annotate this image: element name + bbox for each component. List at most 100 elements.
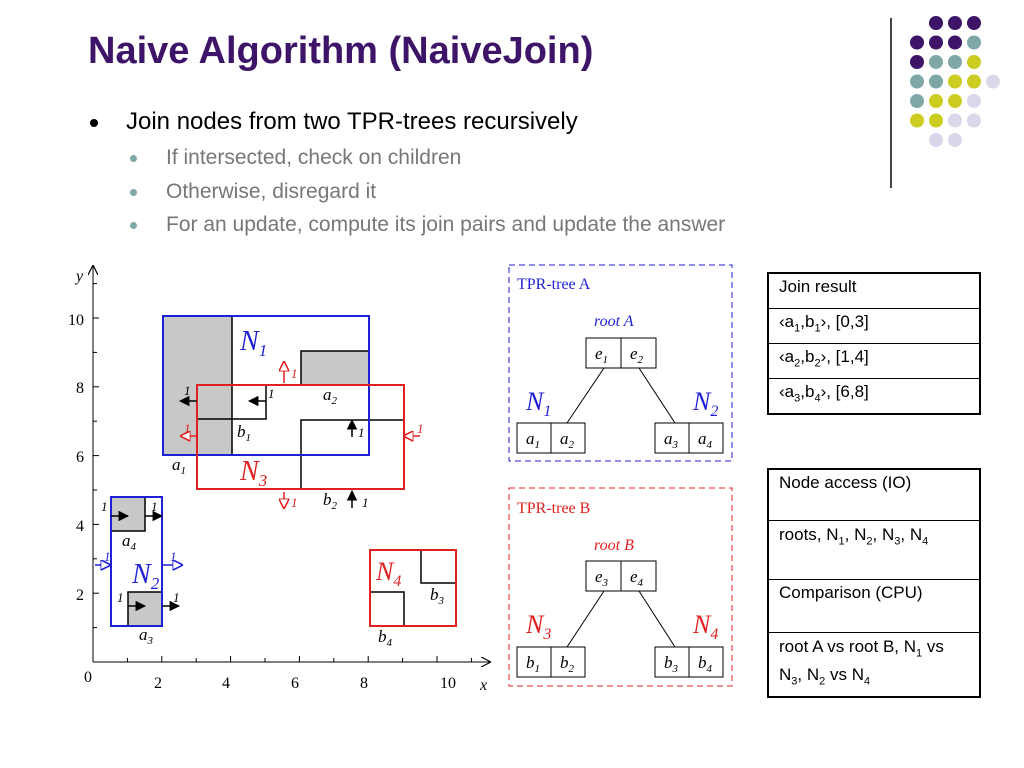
tree-a-leaf-a4-label: a4 <box>698 429 713 451</box>
tree-a-leaf-a1-label: a1 <box>526 429 540 451</box>
bullet-sub-1-text: If intersected, check on children <box>166 146 462 169</box>
velocity-label: 1 <box>104 549 111 564</box>
tree-a-leaf-a3-label: a3 <box>664 429 679 451</box>
object-b2-label: b2 <box>323 490 338 512</box>
velocity-label: 1 <box>362 495 369 510</box>
cpu-value: root A vs root B, N1 vs N3, N2 vs N4 <box>767 631 981 698</box>
table-row: ‹a3,b4›, [6,8] <box>767 378 981 415</box>
y-tick-label-2: 2 <box>76 587 84 604</box>
tree-a-root-entry-2-label: e2 <box>630 344 644 366</box>
tree-b-left-node-label: N3 <box>525 610 551 643</box>
y-axis-label: y <box>74 268 84 285</box>
join-result-table: Join result ‹a1,b1›, [0,3] ‹a2,b2›, [1,4… <box>767 272 981 415</box>
decorative-dot <box>967 94 981 108</box>
decorative-dot <box>948 35 962 50</box>
velocity-label: 1 <box>184 383 191 398</box>
axis-ticks <box>93 283 472 662</box>
table-row: Comparison (CPU) <box>767 579 981 633</box>
velocity-label: 1 <box>101 499 108 514</box>
y-tick-label-8: 8 <box>76 380 84 397</box>
tree-a-left-node-label: N1 <box>525 387 551 420</box>
velocity-label: 1 <box>291 366 298 381</box>
decorative-dot <box>929 94 943 108</box>
join-result-cell: ‹a3,b4›, [6,8] <box>767 378 981 415</box>
velocity-label: 1 <box>184 421 191 436</box>
bullet-sub-3-text: For an update, compute its join pairs an… <box>166 213 726 236</box>
object-b4-label: b4 <box>378 627 393 649</box>
tree-b-leaf-b2-label: b2 <box>560 653 575 675</box>
velocity-label: 1 <box>358 425 365 440</box>
decorative-dot <box>929 113 943 128</box>
tree-b-leaf-b2 <box>550 646 586 678</box>
node-n4-label: N4 <box>375 557 401 590</box>
tree-a-caption: TPR-tree A <box>517 276 591 293</box>
decorative-dot <box>910 55 924 69</box>
decorative-dot <box>910 113 924 128</box>
tree-b-root-entry-1-label: e3 <box>595 567 609 589</box>
io-header: Node access (IO) <box>767 468 981 521</box>
decorative-dot <box>929 74 943 89</box>
velocity-label: 1 <box>173 590 180 605</box>
decorative-dot <box>948 133 962 147</box>
tree-a-right-node-label: N2 <box>692 387 718 420</box>
object-b3-rect <box>420 549 457 584</box>
decorative-dot <box>967 35 981 50</box>
tree-b-root-label: root B <box>594 537 634 554</box>
object-b3-label: b3 <box>430 585 445 607</box>
x-tick-label-8: 8 <box>360 675 368 692</box>
decorative-dot <box>948 55 962 69</box>
tree-a-edge-left <box>566 367 605 424</box>
bullet-dot <box>130 155 137 162</box>
velocity-label: 1 <box>268 386 275 401</box>
tree-b-leaf-b3-label: b3 <box>664 653 679 675</box>
object-a1-label: a1 <box>172 455 186 477</box>
cost-table: Node access (IO) roots, N1, N2, N3, N4 C… <box>767 468 981 698</box>
decorative-dot <box>948 94 962 108</box>
decorative-dot <box>929 35 943 50</box>
tree-b-right-node-label: N4 <box>692 610 718 643</box>
tree-a-frame <box>508 264 733 462</box>
object-a2-rect <box>300 350 370 386</box>
decorative-dot <box>967 16 981 30</box>
tree-a-root-label: root A <box>594 313 634 330</box>
velocity-label: 1 <box>151 499 158 514</box>
object-b1-label: b1 <box>237 422 251 444</box>
bullet-main-text: Join nodes from two TPR-trees recursivel… <box>126 108 578 135</box>
bullet-dot <box>130 222 137 229</box>
table-row: root A vs root B, N1 vs N3, N2 vs N4 <box>767 631 981 698</box>
decorative-dot <box>948 74 962 89</box>
join-result-header: Join result <box>767 272 981 309</box>
slide-title: Naive Algorithm (NaiveJoin) <box>88 30 594 72</box>
tree-a-edge-right <box>638 367 676 424</box>
velocity-label: 1 <box>170 549 177 564</box>
decorative-dot <box>929 133 943 147</box>
io-value: roots, N1, N2, N3, N4 <box>767 520 981 580</box>
decorative-dot <box>910 35 924 50</box>
decorative-dot <box>910 74 924 89</box>
node-n1-label: N1 <box>239 326 267 360</box>
decorative-dot <box>967 74 981 89</box>
velocity-label: 1 <box>291 495 298 510</box>
node-n3-label: N3 <box>239 456 267 490</box>
table-row: roots, N1, N2, N3, N4 <box>767 520 981 580</box>
bullet-dot <box>90 119 98 127</box>
tree-a-root-entry-2 <box>620 337 657 369</box>
decorative-dot <box>967 113 981 128</box>
decorative-dot <box>948 113 962 128</box>
tree-b-leaf-b4-label: b4 <box>698 653 713 675</box>
table-row: ‹a1,b1›, [0,3] <box>767 308 981 344</box>
tree-a-leaf-a4 <box>688 422 724 454</box>
x-tick-label-2: 2 <box>154 675 162 692</box>
decorative-dot <box>929 55 943 69</box>
bullet-sub-2-text: Otherwise, disregard it <box>166 180 377 203</box>
decorative-dot-grid <box>910 16 1000 147</box>
x-tick-label-6: 6 <box>291 675 299 692</box>
table-row: Join result <box>767 272 981 309</box>
y-tick-label-4: 4 <box>76 518 84 535</box>
bullet-dot <box>130 189 137 196</box>
y-tick-label-6: 6 <box>76 449 84 466</box>
tree-b-root-entry-2-label: e4 <box>630 567 644 589</box>
velocity-label: 1 <box>417 421 424 436</box>
tree-b-caption: TPR-tree B <box>517 500 590 517</box>
spatial-plot: 10 2 4 6 8 0 x y 2 4 6 8 10 N1 N2 N3 N4 … <box>68 0 500 694</box>
